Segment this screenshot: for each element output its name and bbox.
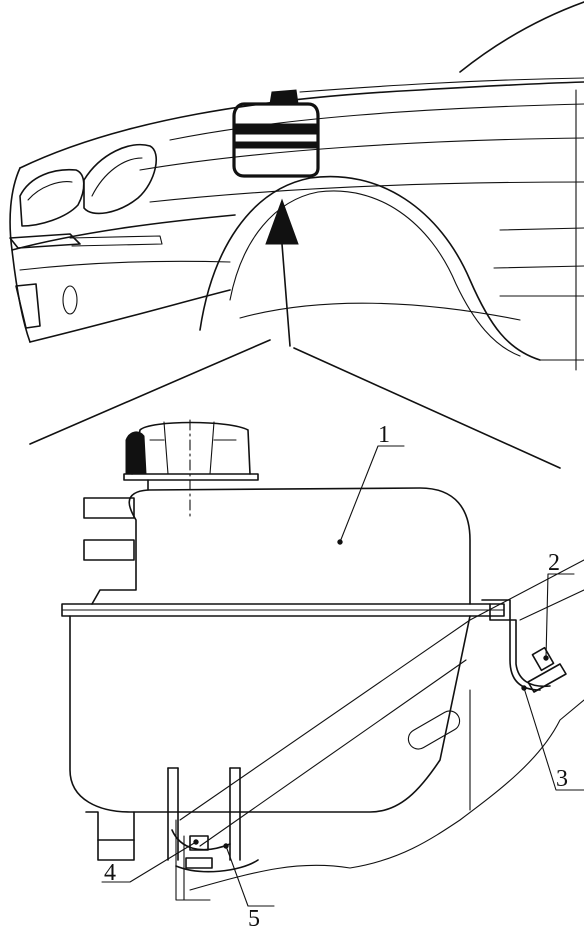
callout-label-3: 3 — [556, 766, 568, 792]
callout-1: 1 — [337, 422, 405, 545]
callout-5: 5 — [223, 843, 275, 930]
callout-label-1: 1 — [378, 422, 390, 448]
callout-2: 2 — [543, 550, 575, 661]
expansion-tank-detail — [61, 419, 584, 901]
zoom-wedge-lines — [29, 339, 561, 469]
callout-3: 3 — [521, 685, 584, 792]
car-front-illustration — [9, 1, 584, 371]
callout-label-5: 5 — [248, 906, 260, 930]
callout-4: 4 — [101, 839, 199, 886]
callout-label-4: 4 — [104, 860, 116, 886]
callout-label-2: 2 — [548, 550, 560, 576]
